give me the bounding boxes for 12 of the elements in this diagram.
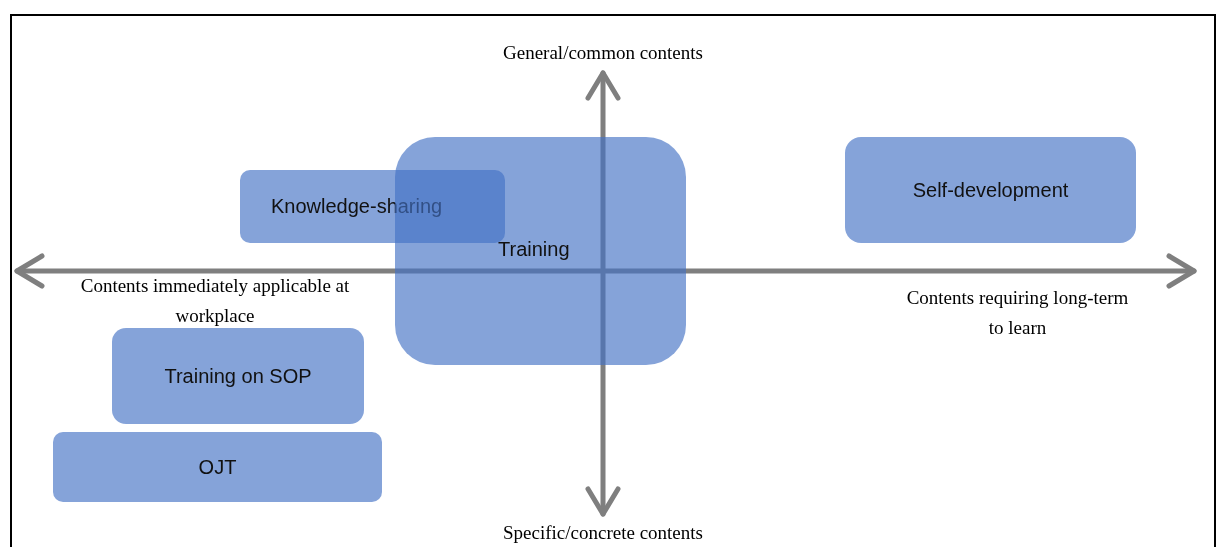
box-label: Self-development: [912, 177, 1069, 203]
category-box: [845, 137, 1136, 243]
axis-label: Contents immediately applicable at workplace: [79, 274, 351, 328]
box-label: Knowledge-sharing: [271, 194, 443, 219]
box-label: Training on SOP: [164, 363, 312, 389]
axis-label: Contents requiring long-term to learn: [905, 286, 1130, 340]
axis-label: Specific/concrete contents: [502, 521, 704, 545]
category-box: [112, 328, 364, 424]
category-box: [53, 432, 382, 502]
axis-label: General/common contents: [502, 41, 704, 65]
box-label: OJT: [198, 454, 237, 480]
box-label: Training: [498, 237, 570, 262]
